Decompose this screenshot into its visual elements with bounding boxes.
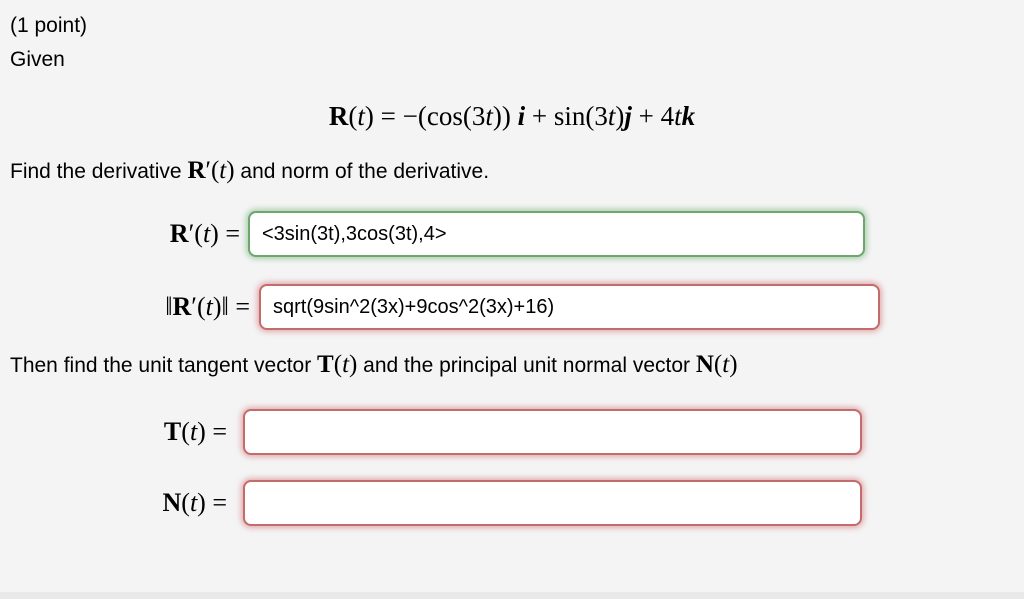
r-prime-inline-math: R′(t) <box>187 157 234 184</box>
math-segment: + 4 <box>631 101 675 131</box>
tangent-answer-row: T(t) = <box>0 409 862 455</box>
then-find-instruction: Then find the unit tangent vector T(t) a… <box>10 349 738 381</box>
math-segment: t <box>485 101 493 131</box>
math-segment: ′( <box>188 219 203 248</box>
math-segment: ′( <box>191 292 206 321</box>
math-segment: ) = <box>197 488 227 517</box>
math-segment: ) <box>226 157 235 184</box>
normal-inline-math: N(t) <box>696 351 738 378</box>
math-segment: t <box>342 351 350 378</box>
instruction-text: Then find the unit tangent vector <box>10 354 318 377</box>
r-prime-answer-row: R′(t) = <box>0 211 865 257</box>
normal-answer-row: N(t) = <box>0 480 862 526</box>
math-segment: ) = −(cos(3 <box>364 101 486 131</box>
math-segment: ′( <box>205 157 220 184</box>
instruction-text: Find the derivative <box>10 160 188 183</box>
math-segment: ( <box>181 417 190 446</box>
formula-math: R(t) = −(cos(3t)) i + sin(3t)j + 4tk <box>0 95 1024 137</box>
math-segment: t <box>219 157 227 184</box>
math-segment: ( <box>348 101 358 131</box>
math-segment: t <box>607 101 616 131</box>
page-bottom-edge <box>0 592 1024 599</box>
math-segment: t <box>202 219 211 248</box>
math-segment: ) <box>729 351 738 378</box>
math-segment: )) <box>492 101 518 131</box>
math-segment: t <box>674 101 682 131</box>
math-segment: ( <box>713 351 723 378</box>
math-segment: + sin(3 <box>525 101 608 131</box>
math-segment: ) <box>615 101 625 131</box>
find-derivative-instruction: Find the derivative R′(t) and norm of th… <box>10 155 489 187</box>
math-segment: t <box>722 351 730 378</box>
norm-answer-input[interactable] <box>259 284 880 330</box>
math-segment: ‖ <box>165 292 173 321</box>
points-label: (1 point) <box>10 14 88 37</box>
math-segment: j <box>624 101 632 131</box>
tangent-inline-math: T(t) <box>317 351 357 378</box>
math-segment: k <box>681 101 696 131</box>
math-segment: t <box>189 488 198 517</box>
math-segment: R <box>328 101 349 131</box>
math-segment: t <box>189 417 198 446</box>
math-segment: ) = <box>197 417 227 446</box>
math-segment: T <box>317 351 334 378</box>
math-segment: R <box>169 219 189 248</box>
norm-answer-row: ‖R′(t)‖ = <box>0 284 880 330</box>
math-segment: t <box>205 292 213 321</box>
math-segment: ) = <box>210 219 240 248</box>
math-segment: R <box>172 292 192 321</box>
normal-label: N(t) = <box>0 480 227 526</box>
math-segment: N <box>695 351 714 378</box>
r-prime-answer-input[interactable] <box>248 211 865 257</box>
math-segment: t <box>357 101 365 131</box>
r-prime-label: R′(t) = <box>0 211 240 257</box>
math-segment: N <box>162 488 182 517</box>
tangent-answer-input[interactable] <box>243 409 862 455</box>
instruction-text: and norm of the derivative. <box>234 160 490 183</box>
tangent-label: T(t) = <box>0 409 227 455</box>
math-segment: ) <box>349 351 358 378</box>
math-segment: ( <box>181 488 190 517</box>
math-segment: ( <box>333 351 343 378</box>
norm-label: ‖R′(t)‖ = <box>0 284 250 330</box>
math-segment: )‖ = <box>212 292 250 321</box>
math-segment: i <box>517 101 526 131</box>
normal-answer-input[interactable] <box>243 480 862 526</box>
given-label: Given <box>10 48 65 71</box>
math-segment: R <box>187 157 206 184</box>
instruction-text: and the principal unit normal vector <box>357 354 696 377</box>
math-segment: T <box>163 417 182 446</box>
